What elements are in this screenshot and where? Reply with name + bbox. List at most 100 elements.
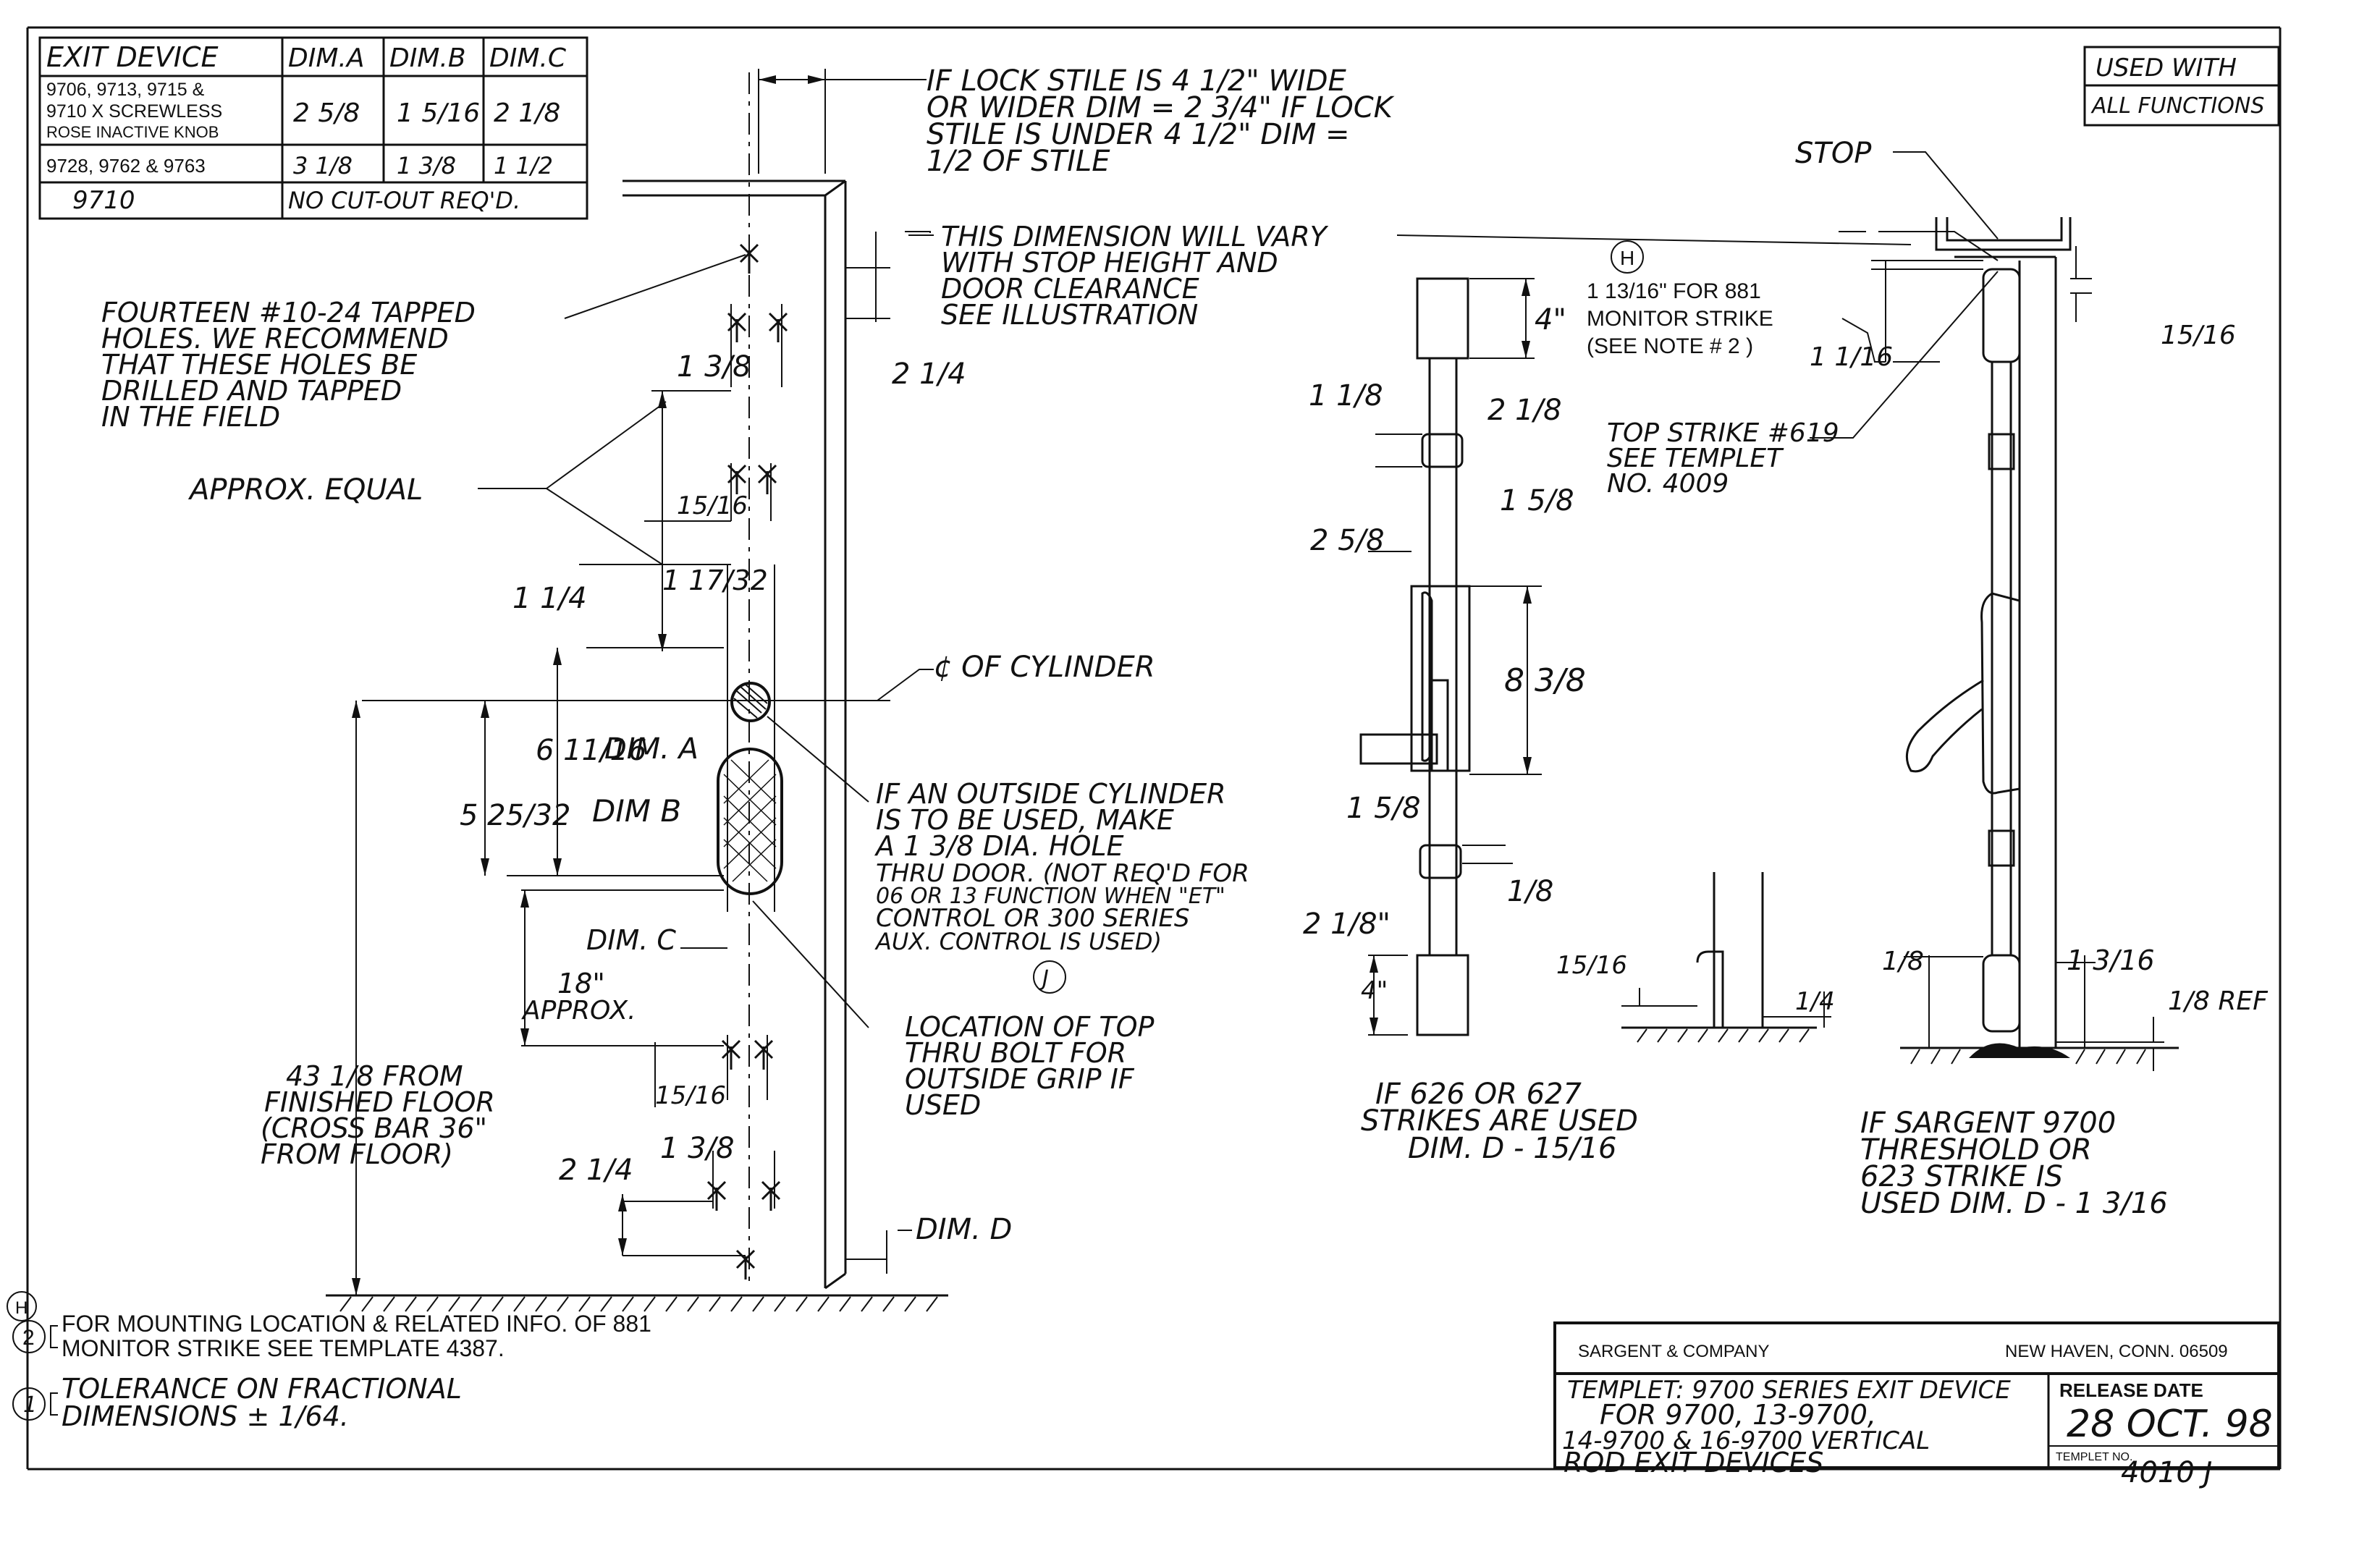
dim-6-11-16: 6 11/16 (536, 734, 646, 767)
company-location: NEW HAVEN, CONN. 06509 (2005, 1342, 2228, 1361)
outside-cylinder-note-line2: IS TO BE USED, MAKE (876, 804, 1174, 836)
templet-title-line1: TEMPLET: 9700 SERIES EXIT DEVICE (1567, 1376, 2011, 1405)
templet-title-line2: FOR 9700, 13-9700, (1600, 1399, 1876, 1431)
low-dim-1-4: 1/4 (1795, 987, 1835, 1016)
dim-d-label: DIM. D (916, 1213, 1012, 1246)
lock-stile-note-line1: IF LOCK STILE IS 4 1/2" WIDE (927, 64, 1347, 98)
note-h-label: H (1620, 247, 1634, 269)
mid-dim-1-8: 1/8 (1507, 875, 1553, 908)
exit-device-side-view (1611, 151, 2179, 1071)
note-j-label: J (1039, 966, 1049, 991)
table-row1-device-line3: ROSE INACTIVE KNOB (46, 123, 219, 141)
door-stile-view (326, 69, 948, 1312)
dimension-vary-note-line1: THIS DIMENSION WILL VARY (941, 221, 1329, 253)
table-row3-device: 9710 (72, 186, 135, 215)
tapped-holes-note-line1: FOURTEEN #10-24 TAPPED (101, 297, 476, 329)
sargent-9700-line4: USED DIM. D - 1 3/16 (1860, 1187, 2168, 1220)
outside-cylinder-note-line1: IF AN OUTSIDE CYLINDER (876, 778, 1225, 810)
stop-label: STOP (1795, 137, 1872, 170)
table-row3-note: NO CUT-OUT REQ'D. (288, 187, 520, 214)
mid-dim-2-1-8-b: 2 1/8" (1303, 908, 1391, 941)
dim-15-16-upper: 15/16 (677, 491, 748, 520)
templet-no-label: TEMPLET NO. (2056, 1451, 2132, 1463)
from-floor-note-line2: FINISHED FLOOR (264, 1086, 495, 1118)
outside-cylinder-note-line4: THRU DOOR. (NOT REQ'D FOR (876, 859, 1249, 888)
mid-dim-8-3-8: 8 3/8 (1504, 662, 1586, 699)
dim-1-1-4: 1 1/4 (512, 582, 587, 615)
table-header-dim-c: DIM.C (489, 43, 567, 73)
bottom-notes (7, 1291, 58, 1421)
strikes-626-note-line3: DIM. D - 15/16 (1408, 1132, 1616, 1165)
table-row1-dim-c: 2 1/8 (494, 98, 560, 128)
dim-c-label: DIM. C (586, 924, 676, 956)
strikes-626-note-line2: STRIKES ARE USED (1361, 1104, 1638, 1138)
strike-626-detail (1621, 872, 1831, 1043)
outside-cylinder-note-line7: AUX. CONTROL IS USED) (874, 928, 1162, 955)
used-with-label: USED WITH (2096, 54, 2237, 83)
tapped-holes-note-line5: IN THE FIELD (101, 401, 280, 433)
used-with-functions: ALL FUNCTIONS (2090, 93, 2264, 119)
note-2-label: 2 (22, 1326, 35, 1350)
dim-a-label: DIM. A (604, 732, 699, 766)
monitor-strike-line3: (SEE NOTE # 2 ) (1587, 334, 1753, 358)
dimension-vary-note-line4: SEE ILLUSTRATION (941, 299, 1198, 331)
outside-cylinder-note-line6: CONTROL OR 300 SERIES (876, 904, 1190, 933)
dim-b-label: DIM B (592, 793, 681, 829)
cylinder-hole (730, 682, 771, 722)
mid-dim-4-top: 4" (1535, 303, 1566, 337)
note1-line1: TOLERANCE ON FRACTIONAL (62, 1373, 462, 1405)
mid-dim-2-1-8: 2 1/8 (1488, 394, 1562, 427)
table-row1-dim-b: 1 5/16 (397, 98, 480, 128)
monitor-strike-line2: MONITOR STRIKE (1587, 307, 1773, 331)
table-row2-dim-c: 1 1/2 (494, 152, 553, 179)
templet-no-value: 4010 J (2121, 1456, 2212, 1489)
sargent-9700-line2: THRESHOLD OR (1860, 1133, 2092, 1167)
thru-bolt-note-line3: OUTSIDE GRIP IF (905, 1063, 1135, 1095)
table-row1-dim-a: 2 5/8 (293, 98, 360, 128)
dim-2-1-4-lower: 2 1/4 (559, 1154, 633, 1187)
table-header-device: EXIT DEVICE (46, 41, 219, 73)
vertical-rod-view (1359, 277, 1542, 1036)
templet-title-line4: ROD EXIT DEVICES (1564, 1447, 1823, 1479)
thru-bolt-note-line2: THRU BOLT FOR (905, 1037, 1126, 1069)
note-h-small-label: H (15, 1298, 28, 1318)
dim-5-25-32: 5 25/32 (460, 799, 570, 832)
grip-cutout (717, 748, 783, 895)
low-dim-15-16: 15/16 (1556, 951, 1627, 980)
right-dim-1-8-ref: 1/8 REF (2168, 986, 2269, 1016)
dimension-vary-note-line2: WITH STOP HEIGHT AND (941, 247, 1278, 279)
top-strike-line1: TOP STRIKE #619 (1607, 418, 1839, 448)
outside-cylinder-note-line3: A 1 3/8 DIA. HOLE (874, 830, 1124, 862)
mid-dim-1-1-8: 1 1/8 (1309, 379, 1383, 413)
dim-1-3-8-lower: 1 3/8 (660, 1132, 735, 1165)
table-row2-dim-a: 3 1/8 (293, 152, 353, 179)
device-dimension-table: EXIT DEVICE DIM.A DIM.B DIM.C 9706, 9713… (38, 36, 588, 220)
tapped-holes-note-line4: DRILLED AND TAPPED (101, 375, 402, 407)
company-name: SARGENT & COMPANY (1578, 1342, 1770, 1361)
outside-cylinder-note-line5: 06 OR 13 FUNCTION WHEN "ET" (876, 884, 1225, 909)
dim-15-16-lower: 15/16 (655, 1081, 726, 1110)
release-date-value: 28 OCT. 98 (2067, 1403, 2273, 1446)
lock-stile-note-line2: OR WIDER DIM = 2 3/4" IF LOCK (927, 91, 1395, 124)
note-1-label: 1 (23, 1392, 37, 1418)
drawing-border (26, 26, 2282, 1471)
title-block (1553, 1321, 2280, 1469)
dim-1-3-8-upper: 1 3/8 (677, 350, 751, 384)
approx-18-value: 18" (557, 968, 605, 999)
approx-18-label: APPROX. (521, 996, 636, 1025)
mid-dim-2-5-8: 2 5/8 (1310, 524, 1385, 557)
from-floor-note-line4: FROM FLOOR) (261, 1138, 453, 1170)
from-floor-note-line1: 43 1/8 FROM (286, 1060, 463, 1092)
cylinder-centerline-label: ¢ OF CYLINDER (934, 651, 1155, 684)
right-dim-1-8: 1/8 (1882, 947, 1924, 976)
approx-equal-note: APPROX. EQUAL (187, 473, 423, 507)
table-row2-device: 9728, 9762 & 9763 (46, 155, 206, 177)
top-strike-line3: NO. 4009 (1607, 469, 1729, 499)
sargent-9700-line1: IF SARGENT 9700 (1860, 1107, 2116, 1140)
sargent-9700-line3: 623 STRIKE IS (1860, 1160, 2063, 1193)
templet-title-line3: 14-9700 & 16-9700 VERTICAL (1562, 1426, 1930, 1455)
lock-stile-note-line3: STILE IS UNDER 4 1/2" DIM = (927, 118, 1350, 151)
note-h-circle (1611, 240, 1644, 274)
lock-stile-note-line4: 1/2 OF STILE (927, 145, 1110, 178)
